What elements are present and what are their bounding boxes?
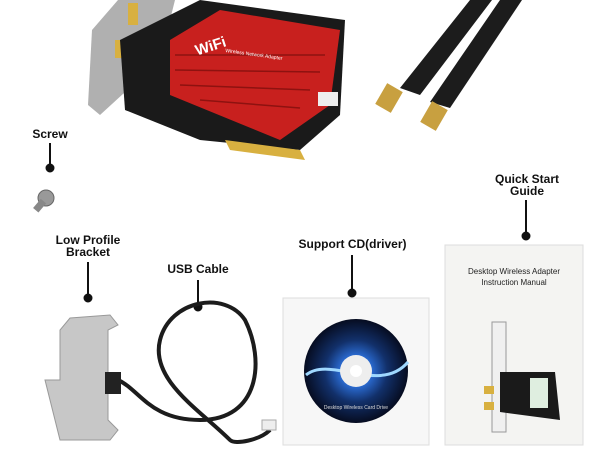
usb-header <box>318 92 338 106</box>
manual-title-line1: Desktop Wireless Adapter <box>467 267 561 276</box>
bracket-label-line1: Low Profile <box>55 233 121 247</box>
screw-label: Screw <box>32 127 68 141</box>
wifi-card <box>88 0 345 160</box>
screw <box>33 189 55 213</box>
support-cd-label: Support CD(driver) <box>298 237 407 251</box>
cd-label-text: Desktop Wireless Card Drive <box>323 405 389 411</box>
antennas <box>375 0 522 131</box>
pcie-connector <box>225 140 305 160</box>
usb-cable-label: USB Cable <box>167 262 229 276</box>
pointer-markers <box>45 143 531 312</box>
manual-title-line2: Instruction Manual <box>481 278 547 287</box>
antenna-connector <box>115 40 125 58</box>
guide-label-line1: Quick Start <box>494 172 560 186</box>
guide-label-line2: Guide <box>509 184 544 198</box>
low-profile-bracket <box>44 314 119 441</box>
bracket-label-line2: Bracket <box>65 245 111 259</box>
usb-cable <box>117 300 272 444</box>
antenna-connector <box>128 3 138 25</box>
